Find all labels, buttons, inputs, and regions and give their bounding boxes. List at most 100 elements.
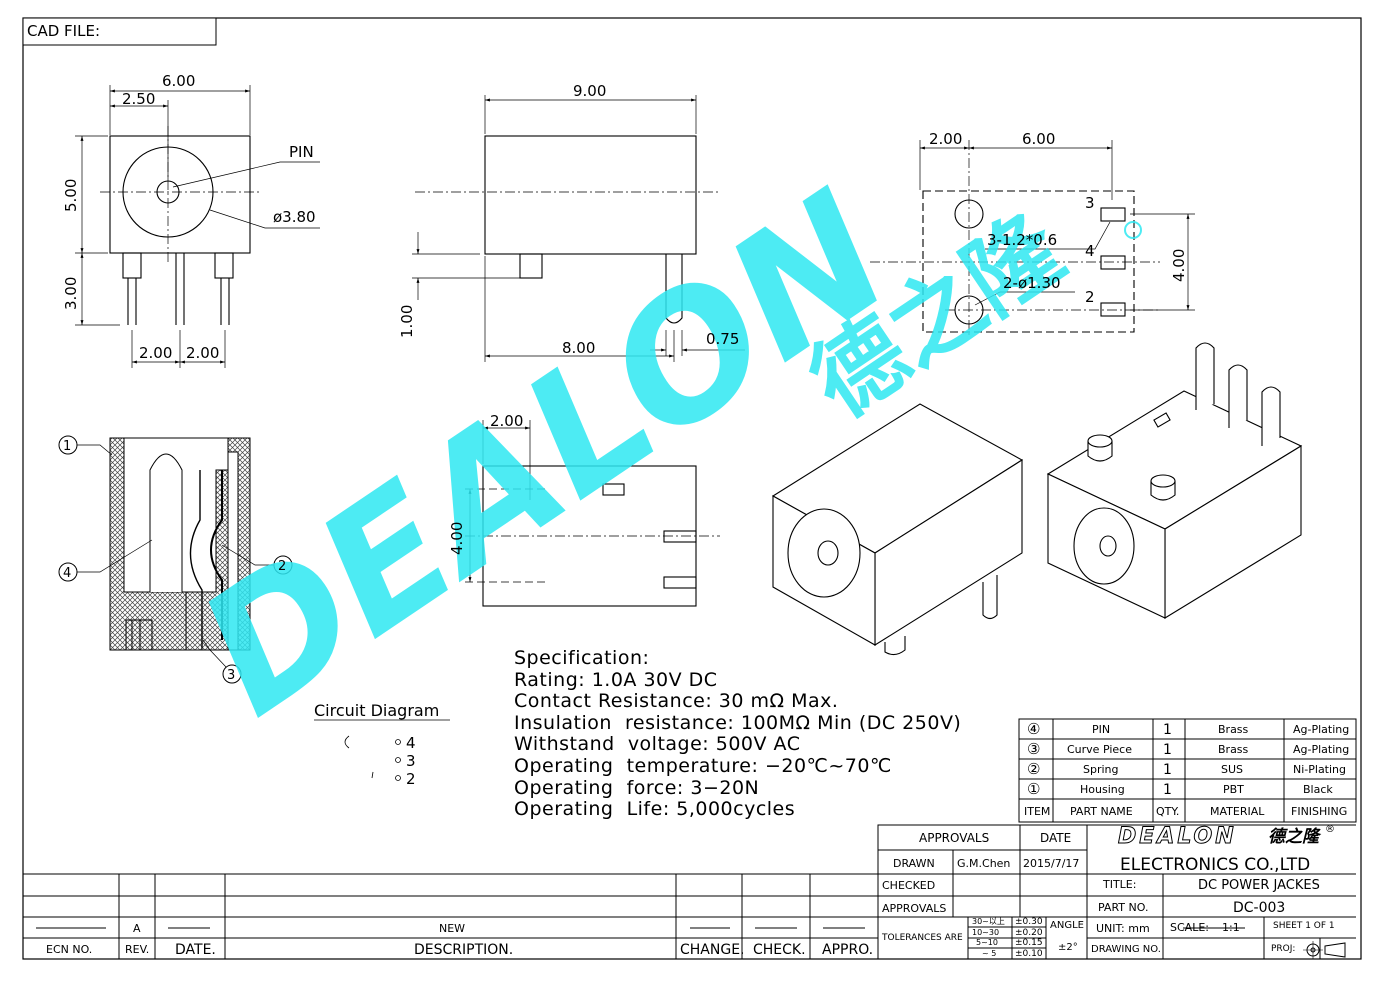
cad-file-box xyxy=(22,17,217,46)
dim-front-offset: 2.50 xyxy=(122,90,155,108)
company-cn: 德之隆 xyxy=(1268,827,1319,847)
callout-4: 4 xyxy=(63,566,71,581)
dim-pcb-left: 2.00 xyxy=(929,130,962,148)
parts-table-grid xyxy=(1018,718,1357,823)
callout-3: 3 xyxy=(227,668,235,683)
part-name: Spring xyxy=(1083,763,1119,776)
dim-bottom-offset: 2.00 xyxy=(490,412,523,430)
tol-value: ±0.30 xyxy=(1015,917,1043,927)
callout-1: 1 xyxy=(63,439,71,454)
circuit-pin-3: 3 xyxy=(406,752,416,770)
pcb-holes-label: 2-ø1.30 xyxy=(1003,274,1061,292)
spec-line: Rating: 1.0A 30V DC xyxy=(514,668,718,691)
parts-header-item: ITEM xyxy=(1024,805,1051,818)
checked-label: CHECKED xyxy=(882,879,936,892)
pcb-pin-4: 4 xyxy=(1085,242,1095,260)
dim-pcb-pitch: 6.00 xyxy=(1022,130,1055,148)
dim-front-height: 5.00 xyxy=(62,179,80,212)
parts-header-name: PART NAME xyxy=(1070,805,1133,818)
check-header: CHECK. xyxy=(753,942,806,958)
date-label: DATE xyxy=(1040,831,1072,845)
pin-label: PIN xyxy=(289,143,314,161)
part-name: Curve Piece xyxy=(1067,743,1132,756)
tol-range: 10~30 xyxy=(972,928,1000,937)
drawing-title: DC POWER JACKES xyxy=(1198,878,1320,893)
circuit-pin-2: 2 xyxy=(406,770,416,788)
part-finishing: Black xyxy=(1303,783,1333,796)
dim-side-pin-dia: 0.75 xyxy=(706,330,739,348)
dim-pin-pitch-a: 2.00 xyxy=(139,344,172,362)
part-qty: 1 xyxy=(1163,782,1172,798)
company-logo: DEALON xyxy=(1118,824,1237,849)
parts-header-material: MATERIAL xyxy=(1210,805,1265,818)
part-item: ③ xyxy=(1027,740,1041,758)
part-item: ① xyxy=(1027,780,1041,798)
side-view xyxy=(412,95,745,362)
section-view xyxy=(58,435,293,684)
rev-value: A xyxy=(133,922,141,935)
tol-value: ±0.10 xyxy=(1015,949,1043,959)
tol-value: ±0.20 xyxy=(1015,928,1043,938)
dim-front-pin-len: 3.00 xyxy=(62,277,80,310)
angle-value: ±2° xyxy=(1058,942,1078,953)
unit-label: UNIT: mm xyxy=(1096,922,1150,935)
part-material: Brass xyxy=(1218,723,1249,736)
pcb-layout-view xyxy=(870,140,1195,335)
part-item: ② xyxy=(1027,760,1041,778)
watermark-registered-icon xyxy=(1124,221,1142,239)
tol-range: ~ 5 xyxy=(982,949,997,958)
parts-header-finishing: FINISHING xyxy=(1291,805,1348,818)
rev-header: REV. xyxy=(125,943,150,956)
iso-view-front xyxy=(771,403,1024,656)
callout-2: 2 xyxy=(278,559,286,574)
dim-side-pin-offset: 1.00 xyxy=(398,305,416,338)
part-material: PBT xyxy=(1223,783,1244,796)
part-no-label: PART NO. xyxy=(1098,901,1149,914)
dim-bottom-height: 4.00 xyxy=(448,522,466,555)
cad-file-label: CAD FILE: xyxy=(27,22,100,40)
part-qty: 1 xyxy=(1163,762,1172,778)
part-qty: 1 xyxy=(1163,722,1172,738)
spec-line: Withstand voltage: 500V AC xyxy=(514,733,801,756)
part-material: Brass xyxy=(1218,743,1249,756)
angle-label: ANGLE xyxy=(1050,920,1084,931)
spec-line: Operating temperature: −20℃~70℃ xyxy=(514,754,892,777)
bottom-view xyxy=(465,420,720,607)
spec-line: Insulation resistance: 100MΩ Min (DC 250… xyxy=(514,711,962,734)
approvals2-label: APPROVALS xyxy=(882,902,947,915)
drawn-date: 2015/7/17 xyxy=(1023,857,1080,870)
part-item: ④ xyxy=(1027,720,1041,738)
dim-pcb-height: 4.00 xyxy=(1170,249,1188,282)
part-finishing: Ni-Plating xyxy=(1293,763,1347,776)
pcb-pin-3: 3 xyxy=(1085,194,1095,212)
pcb-pin-2: 2 xyxy=(1085,288,1095,306)
front-view xyxy=(75,85,320,368)
iso-view-back xyxy=(1046,342,1303,619)
part-finishing: Ag-Plating xyxy=(1293,743,1350,756)
proj-label: PROJ: xyxy=(1271,944,1296,954)
tol-range: 30~以上 xyxy=(972,917,1005,926)
tol-value: ±0.15 xyxy=(1015,938,1043,948)
circuit-diagram-symbols xyxy=(314,719,450,781)
pcb-slots-label: 3-1.2*0.6 xyxy=(987,231,1057,249)
dim-side-pin-pos: 8.00 xyxy=(562,339,595,357)
part-material: SUS xyxy=(1221,763,1244,776)
company-name: ELECTRONICS CO.,LTD xyxy=(1120,855,1311,875)
title-block-grid xyxy=(23,824,1356,959)
change-header: CHANGE. xyxy=(680,942,745,958)
drawing-border xyxy=(22,17,1362,960)
ecn-no-header: ECN NO. xyxy=(46,943,93,956)
spec-line: Operating Life: 5,000cycles xyxy=(514,798,796,821)
drawing-no-label: DRAWING NO. xyxy=(1091,944,1161,955)
approvals-label: APPROVALS xyxy=(919,831,990,845)
scale-label: SCALE: xyxy=(1170,921,1209,934)
scale-value: 1:1 xyxy=(1222,921,1240,934)
part-name: PIN xyxy=(1092,723,1111,736)
tolerances-label: TOLERANCES ARE xyxy=(882,933,963,943)
appro-header: APPRO. xyxy=(822,942,874,958)
date-header: DATE. xyxy=(175,942,216,958)
spec-line: Specification: xyxy=(514,647,650,669)
dim-side-length: 9.00 xyxy=(573,82,606,100)
dim-front-width: 6.00 xyxy=(162,72,195,90)
